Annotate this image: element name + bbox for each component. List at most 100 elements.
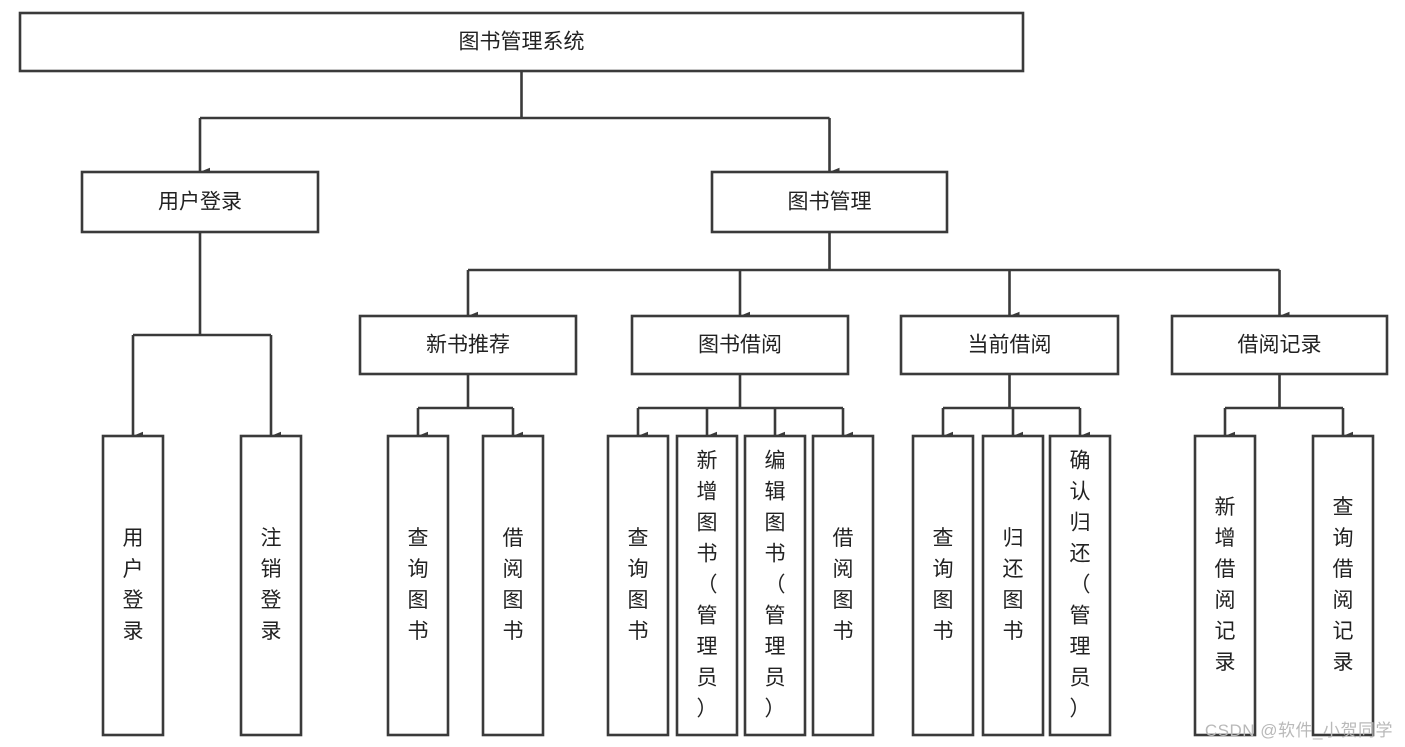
node-box-leaf-confirm-return[interactable] bbox=[1048, 434, 1112, 737]
connector-root-to-level2 bbox=[198, 71, 840, 177]
node-box-leaf-borrow-book-2[interactable] bbox=[811, 434, 875, 737]
node-box-current-borrow[interactable] bbox=[899, 314, 1120, 376]
svg-text:书: 书 bbox=[833, 620, 854, 643]
svg-text:理: 理 bbox=[1070, 636, 1091, 659]
connector-book-borrow-to-leaves bbox=[636, 374, 854, 441]
svg-text:管: 管 bbox=[765, 605, 786, 628]
svg-text:书: 书 bbox=[408, 620, 429, 643]
svg-text:图: 图 bbox=[408, 589, 429, 612]
node-box-leaf-user-login[interactable] bbox=[101, 434, 165, 737]
svg-text:图: 图 bbox=[697, 512, 718, 535]
svg-text:）: ） bbox=[697, 698, 718, 721]
svg-text:查: 查 bbox=[933, 527, 954, 550]
svg-text:归: 归 bbox=[1003, 527, 1024, 550]
svg-text:书: 书 bbox=[1003, 620, 1024, 643]
node-box-leaf-query-record[interactable] bbox=[1311, 434, 1375, 737]
svg-text:员: 员 bbox=[1070, 667, 1091, 690]
node-label-book-borrow: 图书借阅 bbox=[698, 334, 782, 357]
svg-text:录: 录 bbox=[261, 620, 282, 643]
watermark-text: CSDN @软件_小贺同学 bbox=[1204, 721, 1393, 740]
svg-text:借: 借 bbox=[1333, 558, 1354, 581]
node-box-leaf-add-book[interactable] bbox=[675, 434, 739, 737]
svg-text:管: 管 bbox=[697, 605, 718, 628]
svg-text:询: 询 bbox=[408, 558, 429, 581]
svg-text:询: 询 bbox=[933, 558, 954, 581]
svg-text:书: 书 bbox=[933, 620, 954, 643]
node-label-book-manage: 图书管理 bbox=[788, 191, 872, 214]
node-label-borrow-record: 借阅记录 bbox=[1238, 334, 1322, 357]
connector-book-manage-to-level3 bbox=[466, 232, 1290, 321]
svg-text:新: 新 bbox=[697, 450, 718, 473]
svg-text:查: 查 bbox=[1333, 496, 1354, 519]
svg-text:认: 认 bbox=[1070, 481, 1091, 504]
svg-text:管: 管 bbox=[1070, 605, 1091, 628]
node-box-leaf-return-book[interactable] bbox=[981, 434, 1045, 737]
svg-text:借: 借 bbox=[833, 527, 854, 550]
svg-text:员: 员 bbox=[697, 667, 718, 690]
connector-user-login-to-leaves bbox=[131, 232, 282, 441]
svg-text:书: 书 bbox=[628, 620, 649, 643]
node-box-user-login[interactable] bbox=[80, 170, 320, 234]
svg-text:增: 增 bbox=[697, 481, 718, 504]
node-box-leaf-edit-book[interactable] bbox=[743, 434, 807, 737]
svg-text:阅: 阅 bbox=[1215, 589, 1236, 612]
svg-text:还: 还 bbox=[1003, 558, 1024, 581]
svg-text:员: 员 bbox=[765, 667, 786, 690]
node-box-leaf-query-book-1[interactable] bbox=[386, 434, 450, 737]
node-label-leaf-user-login: 用户登录 bbox=[123, 527, 144, 643]
svg-text:记: 记 bbox=[1215, 620, 1236, 643]
node-label-new-book-recommend: 新书推荐 bbox=[426, 334, 510, 357]
node-box-leaf-query-book-3[interactable] bbox=[911, 434, 975, 737]
svg-text:）: ） bbox=[765, 698, 786, 721]
svg-text:登: 登 bbox=[123, 589, 144, 612]
svg-text:询: 询 bbox=[1333, 527, 1354, 550]
svg-text:归: 归 bbox=[1070, 512, 1091, 535]
node-labels: 图书管理系统用户登录图书管理新书推荐图书借阅当前借阅借阅记录用户登录注销登录查询… bbox=[123, 31, 1354, 721]
node-box-root[interactable] bbox=[18, 11, 1025, 73]
svg-text:图: 图 bbox=[628, 589, 649, 612]
svg-text:图: 图 bbox=[765, 512, 786, 535]
svg-text:确: 确 bbox=[1070, 450, 1091, 473]
svg-text:书: 书 bbox=[765, 543, 786, 566]
node-box-new-book-recommend[interactable] bbox=[358, 314, 578, 376]
svg-text:新: 新 bbox=[1215, 496, 1236, 519]
svg-text:阅: 阅 bbox=[503, 558, 524, 581]
svg-text:图: 图 bbox=[1003, 589, 1024, 612]
svg-text:借: 借 bbox=[1215, 558, 1236, 581]
svg-text:阅: 阅 bbox=[1333, 589, 1354, 612]
node-box-book-manage[interactable] bbox=[710, 170, 949, 234]
node-label-current-borrow: 当前借阅 bbox=[968, 334, 1052, 357]
svg-text:（: （ bbox=[1070, 574, 1091, 597]
svg-text:录: 录 bbox=[1215, 651, 1236, 674]
connector-borrow-record-to-leaves bbox=[1223, 374, 1354, 441]
svg-text:图: 图 bbox=[503, 589, 524, 612]
node-box-leaf-borrow-book-1[interactable] bbox=[481, 434, 545, 737]
svg-text:还: 还 bbox=[1070, 543, 1091, 566]
svg-text:辑: 辑 bbox=[765, 481, 786, 504]
svg-text:录: 录 bbox=[1333, 651, 1354, 674]
svg-text:增: 增 bbox=[1215, 527, 1236, 550]
node-box-book-borrow[interactable] bbox=[630, 314, 850, 376]
svg-text:注: 注 bbox=[261, 527, 282, 550]
node-box-leaf-add-record[interactable] bbox=[1193, 434, 1257, 737]
svg-text:）: ） bbox=[1070, 698, 1091, 721]
svg-text:图: 图 bbox=[833, 589, 854, 612]
svg-text:户: 户 bbox=[123, 558, 144, 581]
svg-text:查: 查 bbox=[408, 527, 429, 550]
node-box-leaf-query-book-2[interactable] bbox=[606, 434, 670, 737]
node-box-leaf-user-logout[interactable] bbox=[239, 434, 303, 737]
connector-current-borrow-to-leaves bbox=[941, 374, 1091, 441]
node-box-borrow-record[interactable] bbox=[1170, 314, 1389, 376]
svg-text:查: 查 bbox=[628, 527, 649, 550]
svg-text:录: 录 bbox=[123, 620, 144, 643]
svg-text:（: （ bbox=[697, 574, 718, 597]
